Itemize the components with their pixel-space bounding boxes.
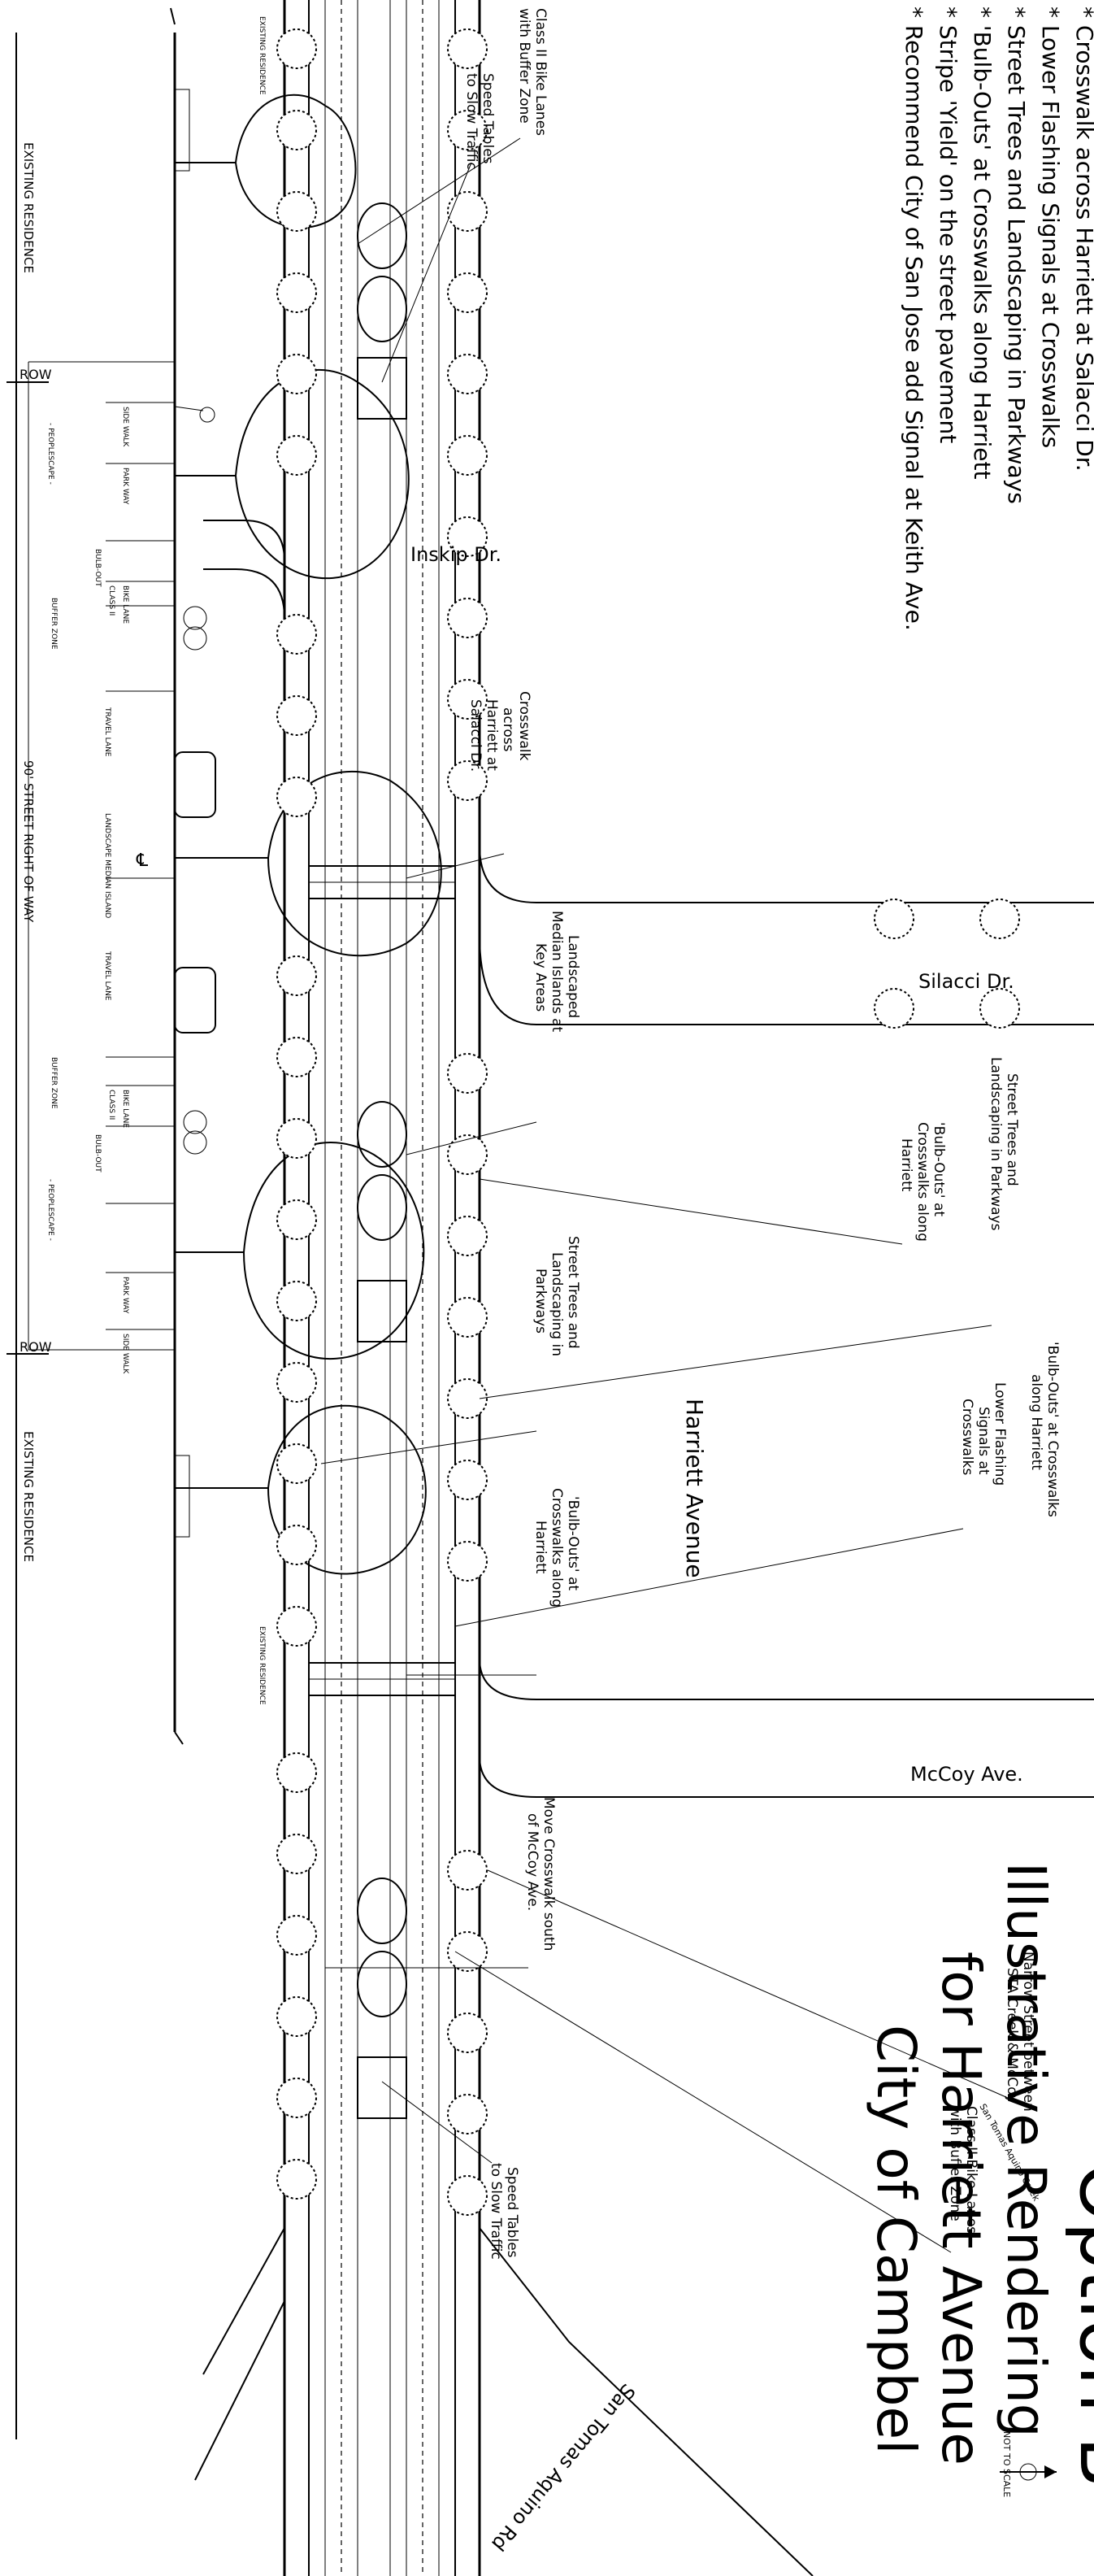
callout-bulb-right-3: Harriett bbox=[898, 1138, 914, 1192]
mccoy-ave-label: McCoy Ave. bbox=[910, 1763, 1023, 1786]
inskip-dr bbox=[203, 520, 285, 619]
existing-residence-bottom-label: EXISTING RESIDENCE bbox=[21, 1431, 36, 1562]
zone-peoplescape-1: - PEOPLESCAPE - bbox=[46, 423, 54, 485]
inskip-dr-label: Inskip Dr. bbox=[410, 543, 501, 566]
callout-median-3: Key Areas bbox=[532, 943, 549, 1012]
zone-travel-2: TRAVEL LANE bbox=[103, 951, 111, 1001]
callout-crosswalk-4: Salacci Dr. bbox=[467, 699, 484, 772]
callout-narrow-1: Narrow Street between bbox=[1020, 1952, 1036, 2112]
row-bottom-label: ROW bbox=[20, 1339, 52, 1355]
zone-bikelane-1: BIKE LANE bbox=[121, 585, 129, 624]
zone-travel-1: TRAVEL LANE bbox=[103, 707, 111, 757]
note-2: * Lower Flashing Signals at Crosswalks bbox=[1037, 7, 1064, 448]
callout-bulb-right-b2: along Harriett bbox=[1028, 1374, 1044, 1470]
section-tree-top bbox=[175, 94, 357, 228]
speed-table-middle bbox=[357, 1280, 407, 1342]
title-line-2: Illustrative Rendering bbox=[995, 1862, 1057, 2438]
right-of-way-label: 90' STREET RIGHT OF WAY bbox=[21, 760, 36, 923]
title-block: Option B Illustrative Rendering for Harr… bbox=[865, 1862, 1094, 2487]
callout-speed-tables-bottom-2: to Slow Traffic bbox=[488, 2163, 504, 2260]
callout-crosswalk-2: across bbox=[500, 707, 516, 752]
callout-flashing-1: Lower Flashing bbox=[992, 1382, 1008, 1486]
crosswalk-silacci bbox=[308, 865, 456, 899]
callout-trees-right-1: Street Trees and bbox=[1004, 1073, 1020, 1186]
zone-class2-1: CLASS II bbox=[107, 585, 115, 616]
not-to-scale-label: NOT TO SCALE bbox=[1001, 2431, 1012, 2497]
san-tomas-rd-label: San Tomas Aquino Rd bbox=[487, 2379, 640, 2555]
callout-move-crosswalk-2: of McCoy Ave. bbox=[524, 1813, 540, 1911]
callout-speed-tables-top-2: to Slow Traffic bbox=[463, 73, 480, 170]
note-6: * Recommend City of San Jose add Signal … bbox=[901, 7, 927, 631]
note-4: * 'Bulb-Outs' at Crosswalks along Harrie… bbox=[969, 7, 996, 479]
zone-sidewalk-1: SIDE WALK bbox=[121, 407, 129, 447]
callout-trees-right-2: Landscaping in Parkways bbox=[988, 1057, 1004, 1231]
callout-bulb-right-1: 'Bulb-Outs' at bbox=[931, 1122, 947, 1216]
north-arrow bbox=[1000, 2463, 1057, 2481]
callout-crosswalk-1: Crosswalk bbox=[516, 691, 532, 761]
speed-table-bottom bbox=[357, 2056, 407, 2119]
street-trees-right bbox=[447, 28, 1020, 2216]
row-top-label: ROW bbox=[20, 367, 52, 382]
callout-bulb-left-3: Harriett bbox=[532, 1521, 549, 1574]
title-line-3: for Harriett Avenue bbox=[930, 1952, 992, 2465]
san-tomas-aquino-rd bbox=[194, 2227, 814, 2576]
callout-trees-left-3: Parkways bbox=[532, 1268, 549, 1334]
callout-bulb-left-1: 'Bulb-Outs' at bbox=[565, 1496, 581, 1590]
callout-flashing-3: Crosswalks bbox=[959, 1399, 975, 1475]
callout-leaders bbox=[320, 137, 1009, 2253]
callout-bulb-right-b1: 'Bulb-Outs' at Crosswalks bbox=[1044, 1342, 1061, 1517]
callout-move-crosswalk-1: Move Crosswalk south bbox=[540, 1797, 557, 1951]
zone-sidewalk-2: SIDE WALK bbox=[121, 1334, 129, 1374]
callout-bulb-right-2: Crosswalks along bbox=[914, 1122, 931, 1242]
existing-residence-small-bottom: EXISTING RESIDENCE bbox=[258, 1626, 266, 1705]
callout-crosswalk-3: Harriett at bbox=[484, 699, 500, 771]
section-tree-median bbox=[175, 770, 442, 957]
callout-median-2: Median Islands at bbox=[549, 911, 565, 1032]
existing-residence-small-top: EXISTING RESIDENCE bbox=[258, 16, 266, 95]
callout-narrow-2: STA Creek & McCoy bbox=[1004, 1968, 1020, 2104]
callout-trees-left-2: Landscaping in bbox=[549, 1252, 565, 1356]
zone-bikelane-2: BIKE LANE bbox=[121, 1090, 129, 1128]
callout-bike-lanes-bottom-1: Class II Bike Lanes bbox=[963, 2106, 979, 2234]
zone-parkway-2: PARK WAY bbox=[121, 1277, 129, 1314]
zone-bulbout-2: BULB-OUT bbox=[93, 1134, 102, 1173]
speed-table-top bbox=[357, 357, 407, 420]
mccoy-ave bbox=[479, 1658, 1094, 1798]
centerline-symbol: ℄ bbox=[136, 851, 149, 871]
note-1: * Crosswalk across Harriett at Salacci D… bbox=[1071, 7, 1094, 472]
harriett-avenue-label: Harriett Avenue bbox=[681, 1399, 708, 1578]
silacci-dr bbox=[479, 845, 1094, 1025]
street-cross-section: EXISTING RESIDENCE EXISTING RESIDENCE 90… bbox=[7, 7, 442, 2439]
existing-residence-top-label: EXISTING RESIDENCE bbox=[21, 142, 36, 273]
median-islands bbox=[357, 202, 407, 2017]
title-line-1: Option B bbox=[1063, 2163, 1094, 2487]
callout-flashing-2: Signals at bbox=[975, 1407, 992, 1475]
zone-class2-2: CLASS II bbox=[107, 1090, 115, 1120]
section-car-2 bbox=[174, 967, 216, 1033]
zone-peoplescape-2: - PEOPLESCAPE - bbox=[46, 1179, 54, 1241]
silacci-dr-label: Silacci Dr. bbox=[918, 970, 1014, 993]
section-car-1 bbox=[174, 751, 216, 818]
zone-median: LANDSCAPE MEDIAN ISLAND bbox=[103, 813, 111, 918]
title-line-4: City of Campbel bbox=[865, 2025, 927, 2454]
callout-bike-lanes-top-1: Class II Bike Lanes bbox=[532, 8, 549, 136]
notes-list: * Crosswalk across Harriett at Salacci D… bbox=[901, 7, 1094, 631]
crosswalk-mccoy bbox=[308, 1662, 456, 1696]
note-3: * Street Trees and Landscaping in Parkwa… bbox=[1003, 7, 1030, 504]
callout-speed-tables-top-1: Speed Tables bbox=[480, 73, 496, 164]
callout-bike-lanes-bottom-2: with Buffer Zone bbox=[947, 2106, 963, 2221]
callout-speed-tables-bottom-1: Speed Tables bbox=[504, 2167, 520, 2258]
zone-buffer-2: BUFFER ZONE bbox=[50, 1057, 58, 1109]
street-trees-left bbox=[276, 28, 317, 2200]
street-plan-view: Inskip Dr. Silacci Dr. McCoy Ave. Harrie… bbox=[194, 0, 1094, 2576]
callout-trees-left-1: Street Trees and bbox=[565, 1236, 581, 1349]
zone-parkway-1: PARK WAY bbox=[121, 468, 129, 505]
callout-bulb-left-2: Crosswalks along bbox=[549, 1488, 565, 1608]
zone-buffer-1: BUFFER ZONE bbox=[50, 598, 58, 650]
note-5: * Stripe 'Yield' on the street pavement bbox=[935, 7, 962, 443]
callout-bike-lanes-top-2: with Buffer Zone bbox=[516, 8, 532, 124]
callout-median-1: Landscaped bbox=[565, 935, 581, 1018]
zone-bulbout-1: BULB-OUT bbox=[93, 549, 102, 587]
